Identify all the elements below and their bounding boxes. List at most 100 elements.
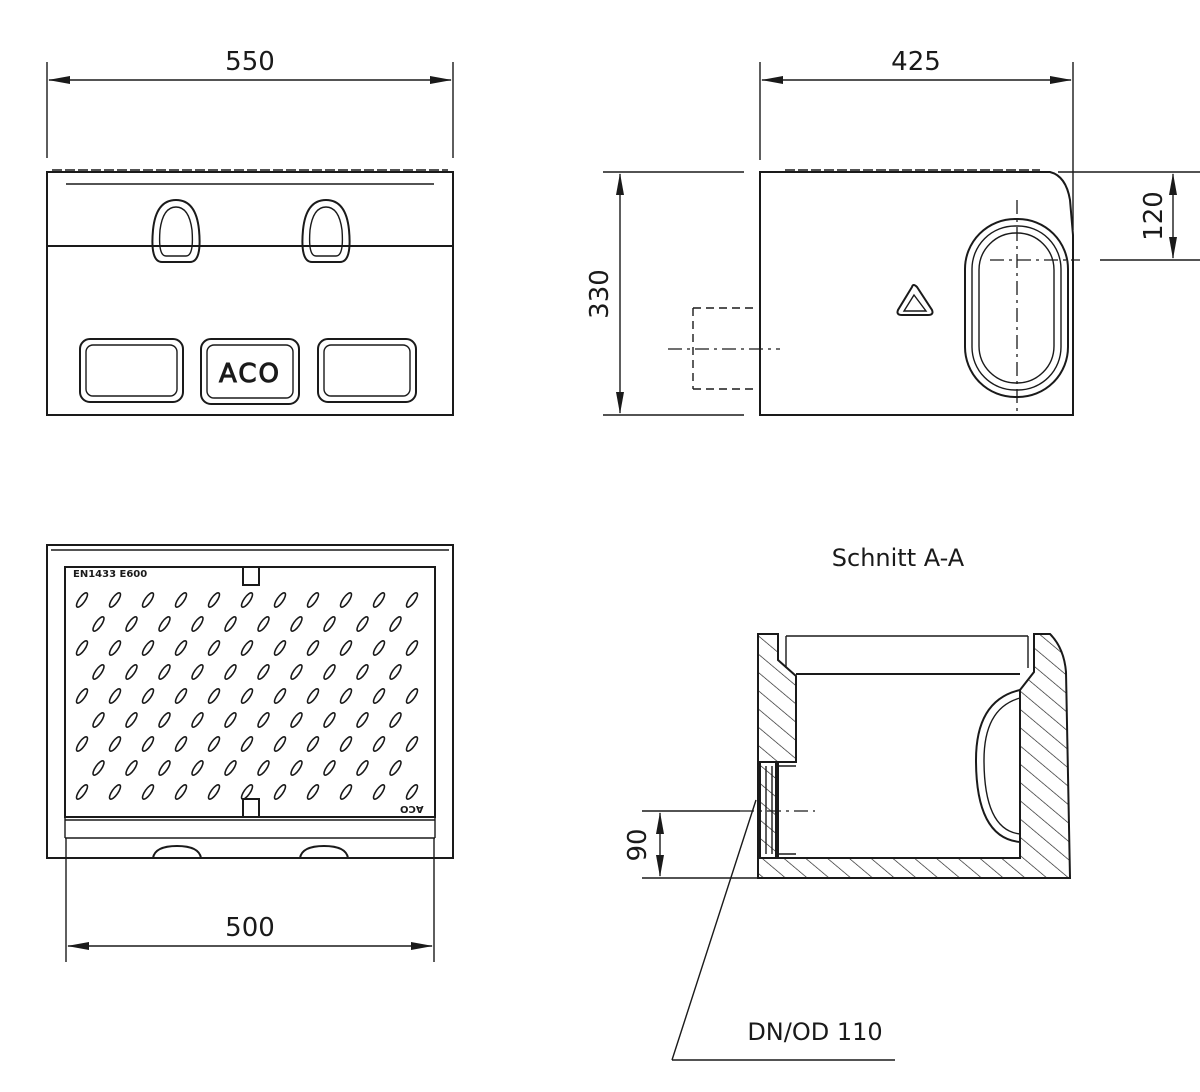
grate-slot — [321, 662, 338, 682]
grate-slot — [238, 638, 256, 658]
grate-slot — [156, 662, 173, 682]
dimension-425: 425 — [891, 47, 941, 77]
grate-slot — [139, 590, 157, 610]
grate-slot — [337, 638, 355, 658]
grate-slot — [172, 638, 190, 658]
diamond-slot-pattern — [73, 590, 421, 802]
grate-slot — [205, 590, 223, 610]
grate-slot — [288, 614, 305, 634]
grate-slot — [123, 710, 140, 730]
grate-slot — [238, 734, 256, 754]
grate-slot — [238, 590, 256, 610]
grate-slot — [354, 662, 371, 682]
grate-slot — [271, 638, 289, 658]
grate-slot — [139, 734, 157, 754]
grate-slot — [73, 734, 91, 754]
grate-slot — [106, 590, 124, 610]
front-view: 550 ACO — [46, 47, 454, 416]
grate-slot — [172, 734, 190, 754]
grate-slot — [172, 686, 190, 706]
grate-slot — [271, 782, 289, 802]
grate-slot — [123, 758, 140, 778]
grate-slot — [304, 638, 322, 658]
grate-slot — [403, 590, 421, 610]
grate-slot — [123, 662, 140, 682]
grate-slot — [337, 734, 355, 754]
grate-slot — [106, 638, 124, 658]
grate-slot — [205, 734, 223, 754]
grate-slot — [304, 782, 322, 802]
grate-slot — [403, 734, 421, 754]
grate-slot — [238, 686, 256, 706]
grate-slot — [156, 758, 173, 778]
grate-slot — [189, 614, 206, 634]
grate-slot — [321, 710, 338, 730]
grate-slot — [139, 638, 157, 658]
dimension-90: 90 — [623, 828, 653, 861]
grate-slot — [370, 590, 388, 610]
grate-slot — [370, 686, 388, 706]
grate-slot — [73, 782, 91, 802]
grate-slot — [271, 734, 289, 754]
grate-slot — [106, 782, 124, 802]
grate-slot — [205, 638, 223, 658]
grate-slot — [73, 686, 91, 706]
grate-slot — [321, 758, 338, 778]
grate-slot — [139, 782, 157, 802]
grate-slot — [90, 710, 107, 730]
grate-slot — [189, 710, 206, 730]
grate-slot — [288, 758, 305, 778]
grate-slot — [222, 662, 239, 682]
grate-slot — [288, 710, 305, 730]
grate-slot — [387, 758, 404, 778]
grate-slot — [271, 686, 289, 706]
section-title: Schnitt A-A — [832, 544, 965, 572]
front-logo: ACO — [219, 359, 281, 389]
grate-slot — [321, 614, 338, 634]
grate-slot — [387, 614, 404, 634]
grate-slot — [73, 638, 91, 658]
grate-slot — [271, 590, 289, 610]
grate-slot — [255, 758, 272, 778]
grate-logo: ACO — [400, 803, 424, 814]
grate-slot — [73, 590, 91, 610]
grate-slot — [255, 662, 272, 682]
grate-slot — [139, 686, 157, 706]
grate-slot — [189, 758, 206, 778]
side-view: 425 330 120 — [585, 47, 1200, 416]
grate-slot — [205, 686, 223, 706]
grate-slot — [403, 782, 421, 802]
grate-slot — [123, 614, 140, 634]
grate-slot — [403, 686, 421, 706]
dimension-120: 120 — [1139, 191, 1169, 241]
top-view: EN1433 E600 ACO 500 — [46, 544, 454, 962]
grate-slot — [222, 758, 239, 778]
grate-slot — [288, 662, 305, 682]
grate-slot — [90, 662, 107, 682]
dimension-550: 550 — [225, 47, 275, 77]
grate-slot — [90, 614, 107, 634]
grate-slot — [337, 590, 355, 610]
grate-slot — [222, 614, 239, 634]
grate-slot — [90, 758, 107, 778]
grate-slot — [106, 686, 124, 706]
grate-slot — [205, 782, 223, 802]
grate-slot — [403, 638, 421, 658]
grate-slot — [370, 734, 388, 754]
grate-marking: EN1433 E600 — [73, 569, 147, 580]
grate-slot — [370, 638, 388, 658]
grate-slot — [387, 662, 404, 682]
grate-slot — [172, 590, 190, 610]
grate-slot — [255, 614, 272, 634]
dimension-500: 500 — [225, 913, 275, 943]
grate-slot — [304, 734, 322, 754]
grate-slot — [222, 710, 239, 730]
section-view: Schnitt A-A 90 DN/OD 110 — [623, 544, 1072, 1061]
grate-slot — [387, 710, 404, 730]
grate-slot — [255, 710, 272, 730]
grate-slot — [172, 782, 190, 802]
grate-slot — [354, 710, 371, 730]
grate-slot — [354, 758, 371, 778]
